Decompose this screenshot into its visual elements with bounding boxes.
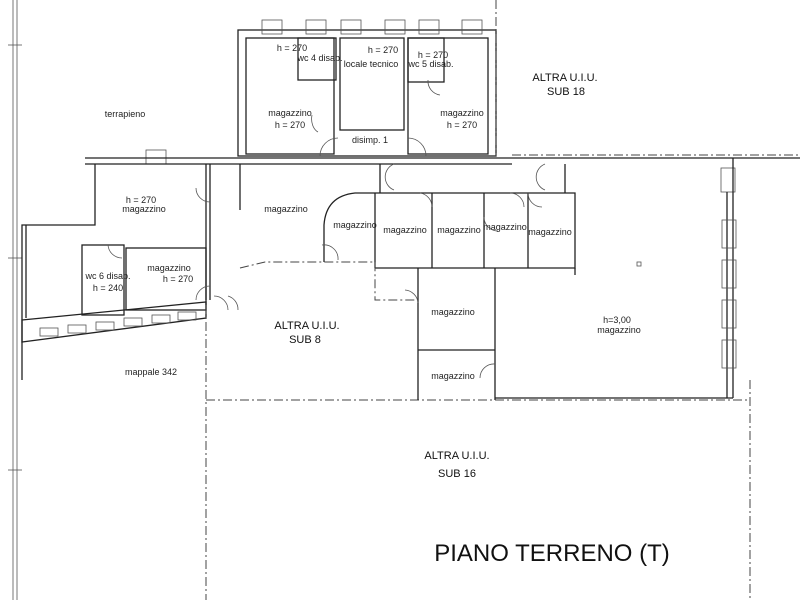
label-magazzino-3: magazzino bbox=[437, 225, 481, 235]
label-wc5: wc 5 disab. bbox=[407, 59, 453, 69]
label-magazzino-sw: magazzino bbox=[147, 263, 191, 273]
label-magazzino-ne: magazzino bbox=[440, 108, 484, 118]
label-magazzino-c: magazzino bbox=[264, 204, 308, 214]
label-sub8-line2: SUB 8 bbox=[289, 334, 321, 346]
label-mappale: mappale 342 bbox=[125, 367, 177, 377]
label-sub16-line1: ALTRA U.I.U. bbox=[424, 450, 489, 462]
window-symbols bbox=[145, 19, 736, 193]
label-magazzino-nw-height: h = 270 bbox=[275, 120, 305, 130]
label-magazzino-w-height: h = 270 bbox=[126, 195, 156, 205]
label-magazzino-ne-height: h = 270 bbox=[447, 120, 477, 130]
label-magazzino-s1: magazzino bbox=[431, 307, 475, 317]
label-magazzino-e-height: h=3,00 bbox=[603, 315, 631, 325]
label-terrapieno: terrapieno bbox=[105, 109, 146, 119]
label-magazzino-nw: magazzino bbox=[268, 108, 312, 118]
label-wc5-height: h = 270 bbox=[418, 50, 448, 60]
label-magazzino-1: magazzino bbox=[333, 220, 377, 230]
other-units: ALTRA U.I.U. SUB 18 ALTRA U.I.U. SUB 8 A… bbox=[274, 72, 597, 480]
label-magazzino-2: magazzino bbox=[383, 225, 427, 235]
label-wc6-height: h = 240 bbox=[93, 283, 123, 293]
label-wc6: wc 6 disab. bbox=[84, 271, 130, 281]
label-wc4: wc 4 disab. bbox=[296, 53, 342, 63]
label-sub16-line2: SUB 16 bbox=[438, 468, 476, 480]
plan-title: PIANO TERRENO (T) bbox=[434, 540, 670, 567]
label-magazzino-5: magazzino bbox=[528, 227, 572, 237]
label-magazzino-sw-height: h = 270 bbox=[163, 274, 193, 284]
label-locale-tecnico: locale tecnico bbox=[344, 59, 399, 69]
label-magazzino-s2: magazzino bbox=[431, 371, 475, 381]
label-locale-tecnico-height: h = 270 bbox=[368, 45, 398, 55]
label-magazzino-e: magazzino bbox=[597, 325, 641, 335]
label-magazzino-4: magazzino bbox=[483, 222, 527, 232]
label-wc4-height: h = 270 bbox=[277, 43, 307, 53]
label-sub18-line2: SUB 18 bbox=[547, 86, 585, 98]
label-sub18-line1: ALTRA U.I.U. bbox=[532, 72, 597, 84]
label-magazzino-w: magazzino bbox=[122, 204, 166, 214]
label-disimpegno: disimp. 1 bbox=[352, 135, 388, 145]
label-sub8-line1: ALTRA U.I.U. bbox=[274, 320, 339, 332]
room-labels: terrapieno h = 270 wc 4 disab. h = 270 l… bbox=[84, 43, 640, 381]
plan-walls bbox=[8, 0, 800, 600]
